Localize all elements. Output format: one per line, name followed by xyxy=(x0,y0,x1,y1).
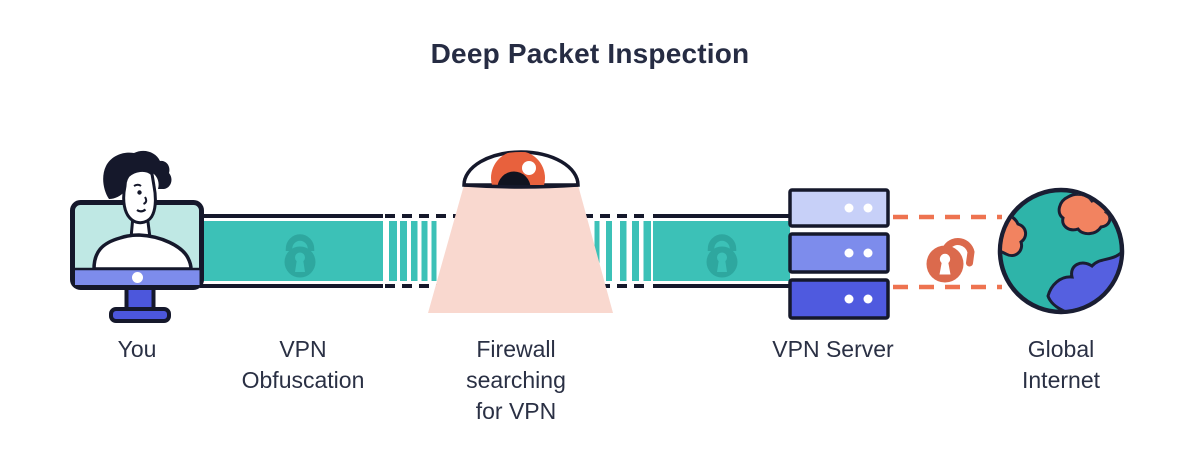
unencrypted-dashed-lines xyxy=(893,214,1002,290)
monitor-user-icon xyxy=(70,150,204,323)
obfuscation-stripes-right xyxy=(594,221,651,281)
camera-dot xyxy=(132,272,143,283)
label-global-internet: Global Internet xyxy=(1022,336,1100,393)
obfuscation-stripes-left xyxy=(389,221,437,281)
label-vpn-server: VPN Server xyxy=(772,336,894,362)
vpn-tunnel-band xyxy=(200,214,790,288)
open-lock-icon xyxy=(926,238,975,283)
label-vpn-obfuscation: VPN Obfuscation xyxy=(241,336,365,393)
user-avatar xyxy=(92,150,193,269)
label-firewall-searching: Firewall searching for VPN xyxy=(466,336,566,424)
label-you: You xyxy=(117,336,157,362)
search-beam-cone xyxy=(428,185,613,313)
globe-icon xyxy=(997,187,1125,315)
server-stack-icon xyxy=(788,188,890,320)
page-title: Deep Packet Inspection xyxy=(430,38,750,69)
firewall xyxy=(428,150,613,313)
